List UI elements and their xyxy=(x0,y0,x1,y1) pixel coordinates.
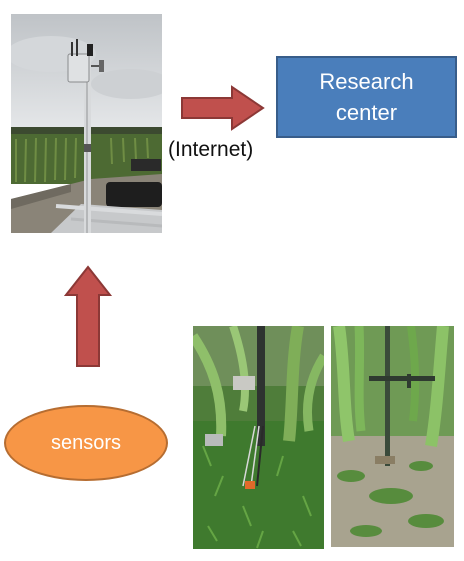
sensors-node: sensors xyxy=(4,405,168,481)
internet-label: (Internet) xyxy=(168,138,254,161)
field-sensor-photo-2 xyxy=(331,326,454,547)
sensor-uplink-arrow xyxy=(64,265,113,367)
internet-arrow xyxy=(181,85,265,131)
research-center-node: Research center xyxy=(276,56,457,138)
research-center-label: Research center xyxy=(319,69,414,125)
weather-station-photo xyxy=(11,14,162,233)
sensors-label: sensors xyxy=(50,431,122,454)
field-sensor-photo-1 xyxy=(193,326,324,549)
